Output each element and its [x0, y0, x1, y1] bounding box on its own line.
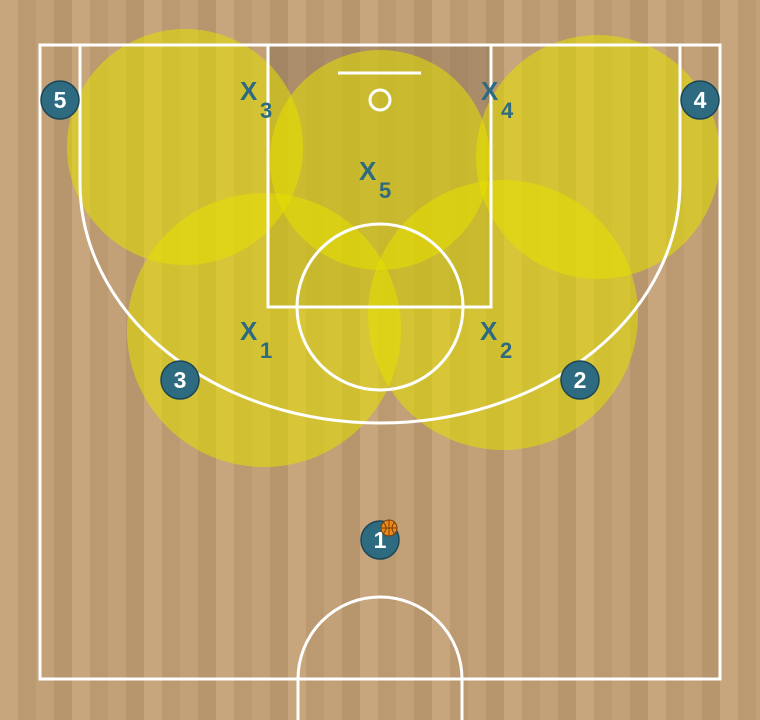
player-number: 5	[54, 87, 67, 113]
player-marker[interactable]	[160, 360, 200, 400]
player-number: 2	[574, 367, 587, 393]
player-marker[interactable]	[560, 360, 600, 400]
defender-number: 3	[260, 98, 272, 123]
court-lines	[38, 43, 722, 720]
defender-x2: X 2	[480, 316, 512, 363]
offense-player-5[interactable]: 5	[40, 80, 80, 120]
defender-number: 1	[260, 338, 272, 363]
ball-seams	[381, 520, 397, 536]
defender-letter: X	[480, 316, 498, 346]
player-marker[interactable]	[680, 80, 720, 120]
basketball-icon	[380, 519, 398, 537]
player-number: 3	[174, 367, 187, 393]
defender-number: 5	[379, 178, 391, 203]
zone-circle-x2	[368, 180, 638, 450]
defender-x5: X 5	[359, 156, 391, 203]
free-throw-lane	[266, 43, 493, 309]
defender-letter: X	[240, 316, 258, 346]
player-number: 4	[694, 87, 707, 113]
defender-group: X 1 X 2 X 3 X 4 X 5	[240, 76, 514, 363]
offense-group: 1 2 3 4 5	[40, 80, 720, 560]
offense-player-2[interactable]: 2	[560, 360, 600, 400]
defender-number: 4	[501, 98, 514, 123]
defender-x1: X 1	[240, 316, 272, 363]
zone-coverage-group	[67, 29, 720, 467]
three-point-arc	[78, 182, 682, 425]
defender-x3: X 3	[240, 76, 272, 123]
hoop	[368, 88, 392, 112]
player-marker[interactable]	[40, 80, 80, 120]
defender-x4: X 4	[481, 76, 514, 123]
zone-circle-x1	[127, 193, 401, 467]
free-throw-circle	[295, 222, 465, 392]
offense-player-4[interactable]: 4	[680, 80, 720, 120]
offense-player-3[interactable]: 3	[160, 360, 200, 400]
defender-letter: X	[359, 156, 377, 186]
defender-letter: X	[240, 76, 258, 106]
defender-number: 2	[500, 338, 512, 363]
center-circle	[296, 595, 464, 680]
defender-letter: X	[481, 76, 499, 106]
